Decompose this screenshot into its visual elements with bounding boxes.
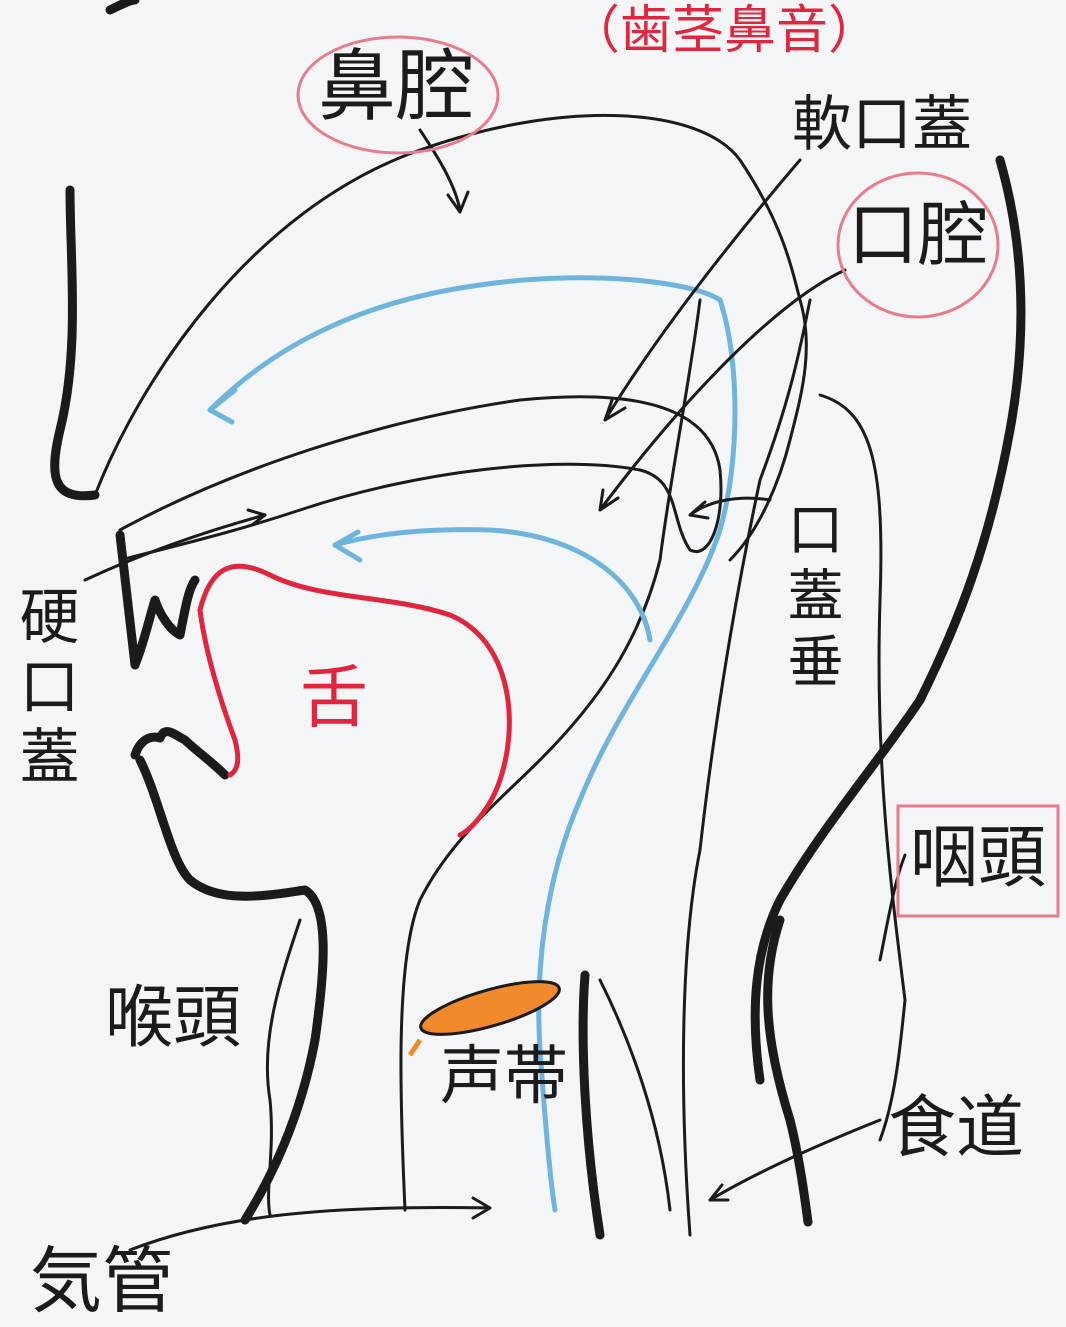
label-larynx: 喉頭 bbox=[105, 979, 242, 1058]
vocal-cords-tail bbox=[407, 1038, 423, 1057]
oral-airflow-arrow bbox=[332, 527, 653, 643]
palate-upper-line bbox=[118, 395, 723, 562]
pharynx-box bbox=[896, 804, 1060, 918]
uvula-pointer bbox=[688, 496, 772, 520]
chin-throat-outline bbox=[135, 755, 328, 1225]
nasal-cavity-roof bbox=[93, 113, 808, 562]
pharynx-back-line bbox=[818, 393, 907, 1142]
label-pharynx: 咽頭 bbox=[910, 819, 1047, 898]
oral-airflow-head bbox=[332, 529, 363, 563]
esophagus-pointer bbox=[708, 1118, 882, 1202]
soft-palate-pointer bbox=[603, 158, 802, 422]
label-hard-palate: 硬口蓋 bbox=[9, 585, 79, 795]
esophagus-wall bbox=[763, 915, 813, 1227]
label-trachea: 気管 bbox=[30, 1239, 175, 1323]
vocal-cords-shape bbox=[419, 980, 561, 1036]
nasal-cavity-pointer bbox=[418, 128, 470, 214]
label-tongue: 舌 bbox=[300, 659, 369, 738]
spine-outline bbox=[750, 155, 1026, 1085]
lower-teeth-outline bbox=[130, 727, 230, 780]
oral-cavity-ring bbox=[836, 171, 1000, 319]
nose-outline bbox=[50, 185, 100, 501]
pharynx-mid-line bbox=[681, 298, 812, 1237]
diagram-title: （歯茎鼻音） bbox=[568, 1, 881, 61]
label-esophagus: 食道 bbox=[888, 1089, 1025, 1168]
vocal-fold-left bbox=[578, 970, 605, 1240]
tongue-tip bbox=[197, 607, 241, 778]
oral-cavity-pointer bbox=[598, 268, 847, 512]
nasal-airflow-head bbox=[207, 387, 238, 425]
tongue-outline bbox=[197, 563, 512, 838]
top-fragment bbox=[105, 0, 140, 15]
nasal-airflow-arrow bbox=[207, 275, 723, 413]
label-vocal-cords: 声帯 bbox=[440, 1040, 568, 1114]
label-oral-cavity: 口腔 bbox=[848, 194, 988, 276]
label-nasal-cavity: 鼻腔 bbox=[318, 42, 475, 132]
larynx-wall bbox=[265, 918, 302, 1217]
trachea-pointer bbox=[128, 1196, 492, 1252]
teeth-outline bbox=[115, 530, 200, 670]
hard-palate-pointer bbox=[83, 508, 267, 582]
label-uvula: 口蓋垂 bbox=[778, 500, 843, 698]
pharynx-pointer bbox=[878, 853, 907, 962]
airflow-main bbox=[536, 297, 738, 1213]
vocal-fold-right bbox=[598, 978, 672, 1212]
label-soft-palate: 軟口蓋 bbox=[792, 90, 972, 160]
pharynx-front-line bbox=[399, 298, 702, 1212]
nasal-cavity-ring bbox=[296, 35, 500, 155]
